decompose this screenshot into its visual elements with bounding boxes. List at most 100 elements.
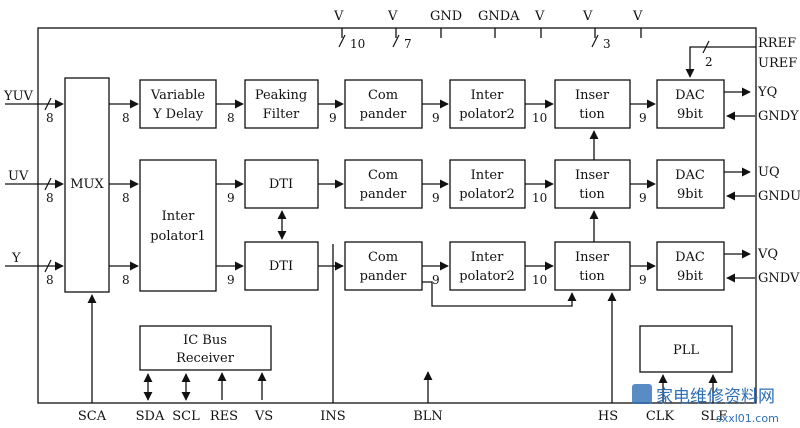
insertion2-label-1: Inser (575, 168, 610, 183)
insertion2-label-2: tion (579, 187, 605, 202)
i2c-label-2: Receiver (176, 351, 235, 366)
ref-pin-rref: RREF (758, 36, 796, 51)
top-pin-2: V (387, 9, 398, 24)
bus-width-r1-3: 9 (432, 111, 440, 125)
output-gndv: GNDV (758, 271, 800, 286)
pin-sca: SCA (78, 409, 107, 424)
bus-width-r2-1: 9 (227, 191, 235, 205)
interp1-label-1: Inter (162, 209, 195, 224)
dac-block-3 (656, 241, 725, 291)
output-vq: VQ (757, 247, 778, 262)
dac-block-2 (656, 159, 725, 209)
dac1-label-1: DAC (675, 88, 705, 103)
output-yq: YQ (757, 85, 777, 100)
output-labels: YQ GNDY UQ GNDU VQ GNDV (757, 85, 800, 286)
bus-slashes (44, 34, 710, 273)
delay-label-2: Y Delay (152, 107, 204, 122)
pin-sda: SDA (136, 409, 165, 424)
top-pin-6: V (582, 9, 593, 24)
i2c-label-1: IC Bus (183, 333, 227, 348)
block-labels: MUX Variable Y Delay Peaking Filter Com … (70, 88, 705, 366)
top-pin-4: GNDA (478, 9, 520, 24)
pin-res: RES (210, 409, 238, 424)
pin-scl: SCL (172, 409, 200, 424)
i2c-receiver-block (139, 325, 272, 371)
bus-width-r2-3: 10 (532, 191, 547, 205)
interp2-1-label-2: polator2 (459, 107, 515, 122)
ref-pin-uref: UREF (758, 56, 797, 71)
pll-block (639, 325, 733, 373)
bus-width-r1-1: 8 (227, 111, 235, 125)
bus-width-r1-5: 9 (639, 111, 647, 125)
dac1-label-2: 9bit (677, 107, 704, 122)
pin-vs: VS (254, 409, 273, 424)
bus-width-left-3: 8 (46, 273, 54, 287)
interp2-1-label-1: Inter (471, 88, 504, 103)
dac3-label-2: 9bit (677, 269, 704, 284)
interp2-3-label-2: polator2 (459, 269, 515, 284)
bus-width-r3-1: 9 (227, 273, 235, 287)
dac2-label-1: DAC (675, 168, 705, 183)
mux-block (64, 77, 110, 293)
top-pin-7: V (632, 9, 643, 24)
pin-bln: BLN (413, 409, 443, 424)
top-pin-5: V (534, 9, 545, 24)
input-yuv: YUV (3, 89, 34, 104)
top-bus-width-3: 3 (603, 37, 611, 51)
interp2-2-label-1: Inter (471, 168, 504, 183)
mux-label: MUX (70, 177, 104, 192)
insertion1-label-2: tion (579, 107, 605, 122)
compander3-label-2: pander (360, 269, 407, 284)
pin-ins: INS (320, 409, 345, 424)
watermark-text: 家电维修资料网 (656, 387, 775, 407)
chip-outline (37, 27, 757, 404)
bus-width-mux-3: 8 (122, 273, 130, 287)
bus-width-r3-2: 9 (432, 273, 440, 287)
bus-width-r3-4: 9 (639, 273, 647, 287)
pin-hs: HS (598, 409, 618, 424)
peaking-label-2: Filter (263, 107, 300, 122)
dac2-label-2: 9bit (677, 187, 704, 202)
watermark-logo-icon (632, 384, 652, 404)
bus-width-left-1: 8 (46, 111, 54, 125)
bus-width-r3-3: 10 (532, 273, 547, 287)
input-uv: UV (8, 169, 29, 184)
dac-block-1 (656, 79, 725, 129)
watermark: 家电维修资料网 sxxl01.com (632, 384, 779, 425)
top-bus-width-2: 7 (404, 37, 412, 51)
pll-label: PLL (673, 343, 699, 358)
delay-label-1: Variable (150, 88, 206, 103)
interp2-3-label-1: Inter (471, 250, 504, 265)
bus-width-mux-2: 8 (122, 191, 130, 205)
insertion1-label-1: Inser (575, 88, 610, 103)
interpolator1-block (139, 159, 217, 292)
bottom-pin-labels: SCA SDA SCL RES VS INS BLN HS CLK SLF (78, 409, 727, 424)
signal-wires (5, 28, 756, 403)
top-pin-3: GND (430, 9, 462, 24)
ref-bus-width: 2 (705, 55, 713, 69)
pin-slf: SLF (701, 409, 728, 424)
bus-width-r2-2: 9 (432, 191, 440, 205)
pin-clk: CLK (646, 409, 675, 424)
compander1-label-2: pander (360, 107, 407, 122)
input-labels: YUV UV Y (3, 89, 34, 266)
bus-width-left-2: 8 (46, 191, 54, 205)
dti2-label: DTI (269, 259, 293, 274)
input-y: Y (11, 251, 21, 266)
output-gndu: GNDU (758, 189, 800, 204)
dac3-label-1: DAC (675, 250, 705, 265)
bus-width-mux-1: 8 (122, 111, 130, 125)
interp1-label-2: polator1 (150, 229, 206, 244)
bus-width-labels: 8 8 8 8 8 8 8 9 9 10 9 9 9 10 9 9 9 10 9 (46, 111, 647, 287)
bus-width-r1-4: 10 (532, 111, 547, 125)
interp2-2-label-2: polator2 (459, 187, 515, 202)
watermark-url: sxxl01.com (716, 412, 779, 425)
bus-width-r2-4: 9 (639, 191, 647, 205)
compander2-label-1: Com (368, 168, 398, 183)
output-uq: UQ (758, 165, 780, 180)
top-pin-1: V (333, 9, 344, 24)
peaking-label-1: Peaking (255, 88, 307, 103)
output-gndy: GNDY (758, 109, 799, 124)
compander1-label-1: Com (368, 88, 398, 103)
top-bus-width-1: 10 (350, 37, 365, 51)
